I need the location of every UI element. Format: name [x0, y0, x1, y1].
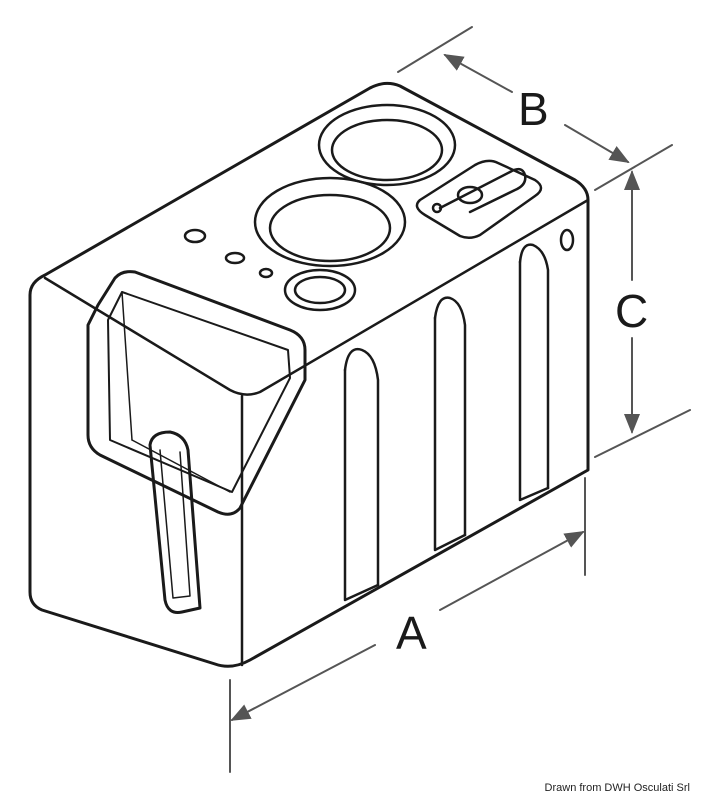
side-ribs	[343, 243, 550, 602]
extension-line-b-right	[594, 144, 673, 191]
top-openings	[183, 103, 575, 312]
handle-recess	[86, 270, 307, 614]
dimension-arrow-a-left	[230, 644, 376, 721]
dimension-arrow-b-left	[443, 54, 513, 93]
dimension-label-c: C	[615, 285, 649, 337]
dimension-lines	[229, 26, 691, 773]
credit-text: Drawn from DWH Osculati Srl	[544, 782, 690, 794]
extension-line-b-left	[397, 26, 473, 73]
extension-line-c-bottom	[594, 409, 691, 458]
dimension-arrow-a-right	[439, 531, 585, 611]
dimension-label-b: B	[518, 83, 549, 135]
dimension-arrow-b-right	[564, 124, 630, 164]
tank-body	[28, 81, 590, 668]
dimension-label-a: A	[396, 607, 427, 659]
